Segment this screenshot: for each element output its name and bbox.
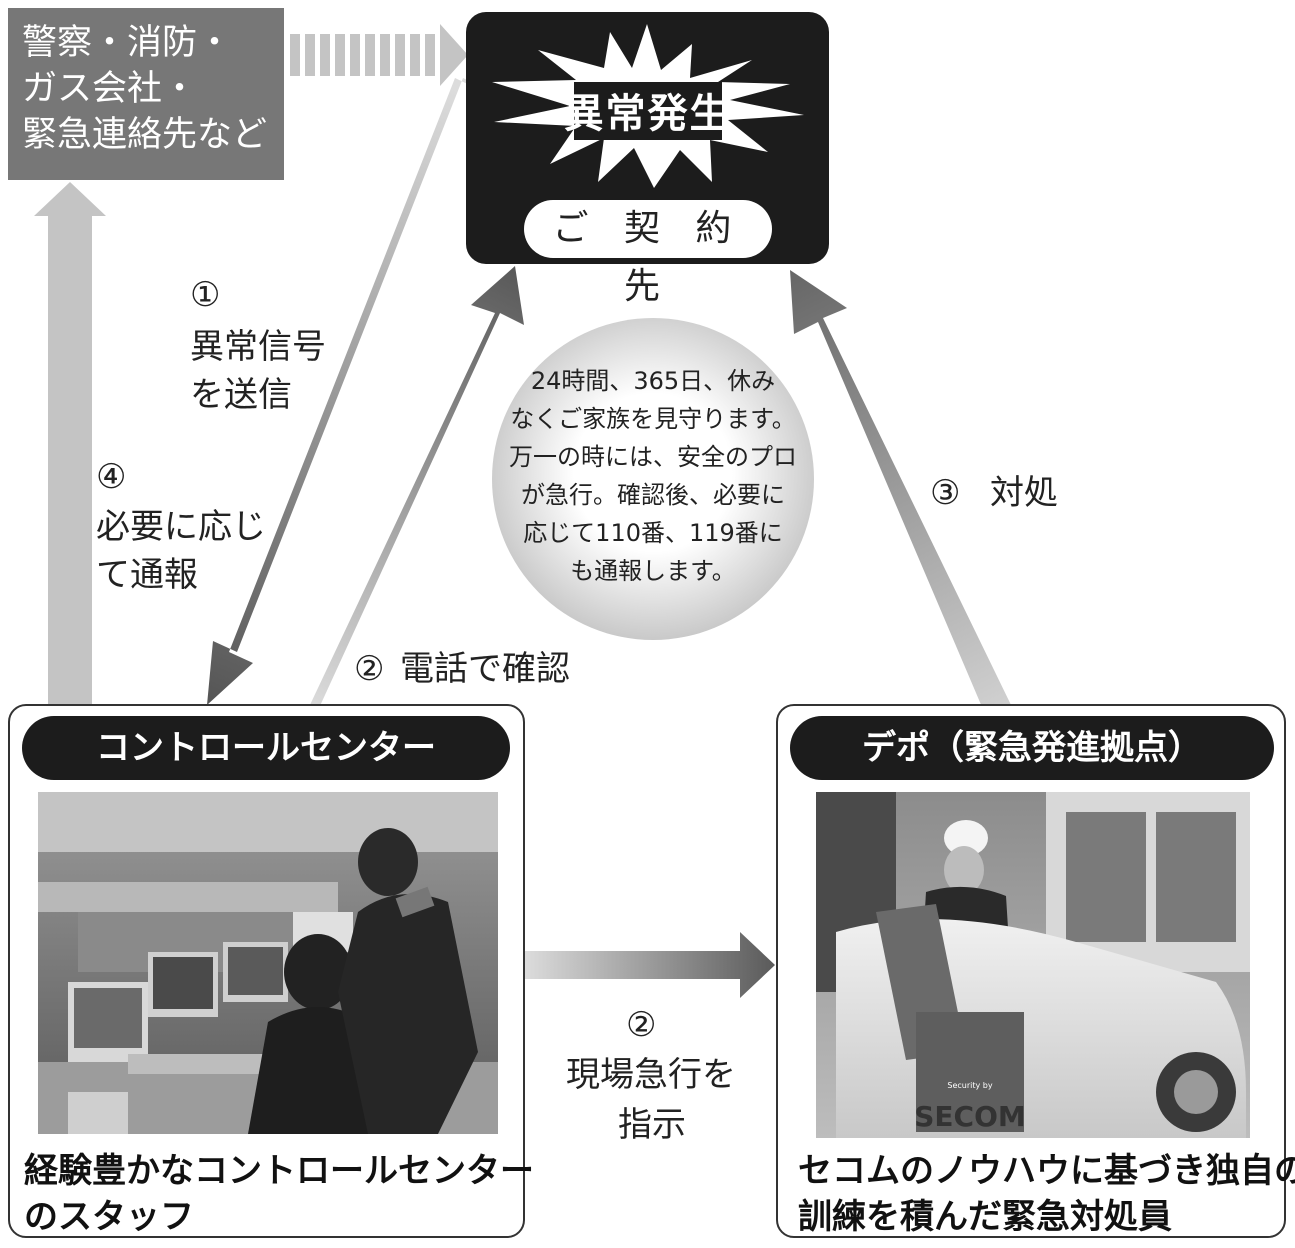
bubble-line: が急行。確認後、必要に [521, 481, 785, 509]
depot-photo: Security by SECOM [816, 792, 1250, 1138]
step3-number: ③ [930, 473, 961, 513]
step1-line: 異常信号 [190, 327, 326, 367]
arrow-response [790, 270, 1012, 707]
step2-dispatch-line: 現場急行を [566, 1055, 736, 1095]
car-logo: SECOM [914, 1100, 1026, 1133]
client-label: ご 契 約 先 [524, 200, 772, 307]
control-center-photo [38, 792, 498, 1134]
bubble-line: 24時間、365日、休み [530, 367, 776, 395]
emergency-contacts-box: 警察・消防・ ガス会社・ 緊急連絡先など [8, 8, 284, 180]
police-line: ガス会社・ [22, 69, 198, 109]
car-logo-small: Security by [947, 1081, 992, 1090]
caption-line: のスタッフ [24, 1197, 194, 1237]
depot-caption: セコムのノウハウに基づき独自の 訓練を積んだ緊急対処員 [798, 1148, 1295, 1240]
depot-title: デポ（緊急発進拠点） [790, 716, 1274, 780]
caption-line: セコムのノウハウに基づき独自の [798, 1151, 1295, 1191]
arrow-phone-confirm [286, 266, 524, 719]
bubble-line: 応じて110番、119番に [523, 519, 783, 547]
arrow-dispatch-order [525, 932, 775, 998]
bubble-line: 万一の時には、安全のプロ [509, 443, 797, 471]
info-bubble-text: 24時間、365日、休み なくご家族を見守ります。 万一の時には、安全のプロ が… [492, 362, 814, 590]
depot-panel: デポ（緊急発進拠点） Security by SECOM [776, 704, 1295, 1238]
event-label: 異常発生 [563, 91, 732, 137]
bubble-line: も通報します。 [570, 557, 736, 585]
arrow-alarm-signal [207, 78, 488, 705]
step2-number: ② [354, 649, 385, 689]
bubble-line: なくご家族を見守ります。 [510, 405, 796, 433]
step3-label: 対処 [990, 473, 1058, 513]
step4-number: ④ [96, 457, 127, 497]
caption-line: 訓練を積んだ緊急対処員 [798, 1197, 1172, 1237]
control-center-panel: コントロールセンター [8, 704, 534, 1238]
step1-number: ① [190, 275, 221, 315]
control-center-caption: 経験豊かなコントロールセンター のスタッフ [24, 1148, 534, 1240]
step2-dispatch-number: ② [626, 1005, 657, 1045]
caption-line: 経験豊かなコントロールセンター [24, 1151, 534, 1191]
burst-icon [492, 24, 804, 188]
step4-line: 必要に応じ [96, 507, 266, 547]
police-line: 警察・消防・ [22, 23, 233, 63]
step2-phone-label: 電話で確認 [400, 649, 570, 689]
control-center-title: コントロールセンター [22, 716, 510, 780]
step2-dispatch-line: 指示 [618, 1105, 686, 1145]
client-box: 異常発生 ご 契 約 先 [466, 12, 829, 307]
police-line: 緊急連絡先など [22, 115, 268, 155]
arrow-dotted-police-client [290, 24, 468, 86]
step4-line: て通報 [96, 555, 198, 595]
arrow-report-to-police [34, 182, 106, 704]
info-bubble [492, 318, 814, 640]
step1-line: を送信 [190, 375, 292, 415]
